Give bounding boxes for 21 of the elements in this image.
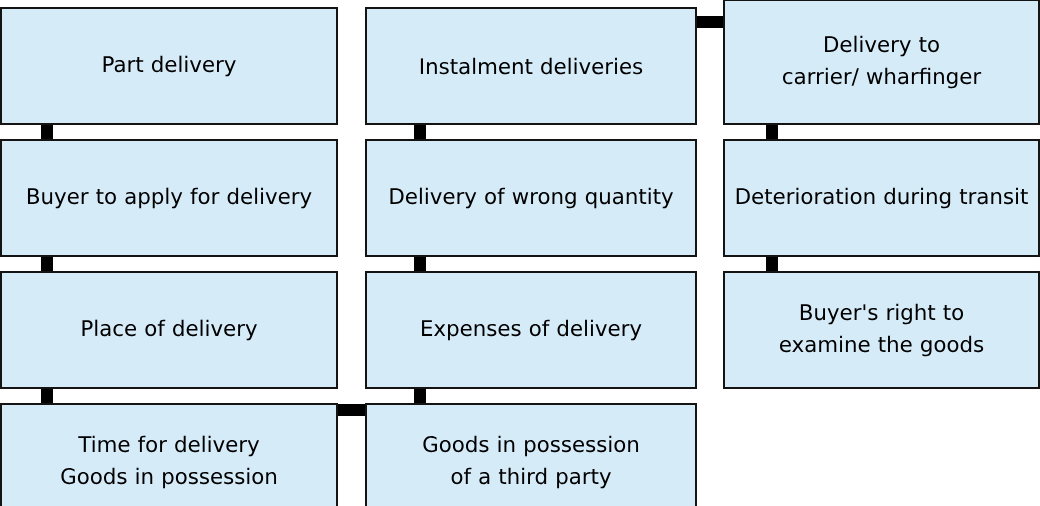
connector-bar xyxy=(41,389,53,403)
connector-bar xyxy=(697,16,723,28)
topic-box: Time for delivery Goods in possession xyxy=(0,403,338,506)
topic-box: Expenses of delivery xyxy=(365,271,697,389)
connector-bar xyxy=(414,389,426,403)
connector-bar xyxy=(41,125,53,139)
connector-bar xyxy=(414,257,426,271)
topic-box: Part delivery xyxy=(0,7,338,125)
connector-bar xyxy=(41,257,53,271)
connector-bar xyxy=(414,125,426,139)
connector-bar xyxy=(338,404,365,416)
topic-box: Buyer to apply for delivery xyxy=(0,139,338,257)
connector-bar xyxy=(766,125,778,139)
topic-box: Delivery of wrong quantity xyxy=(365,139,697,257)
topic-box: Deterioration during transit xyxy=(723,139,1040,257)
topic-box: Place of delivery xyxy=(0,271,338,389)
topic-box: Instalment deliveries xyxy=(365,7,697,125)
connector-bar xyxy=(766,257,778,271)
topic-box: Buyer's right to examine the goods xyxy=(723,271,1040,389)
topic-box: Delivery to carrier/ wharfinger xyxy=(723,0,1040,125)
topic-box: Goods in possession of a third party xyxy=(365,403,697,506)
